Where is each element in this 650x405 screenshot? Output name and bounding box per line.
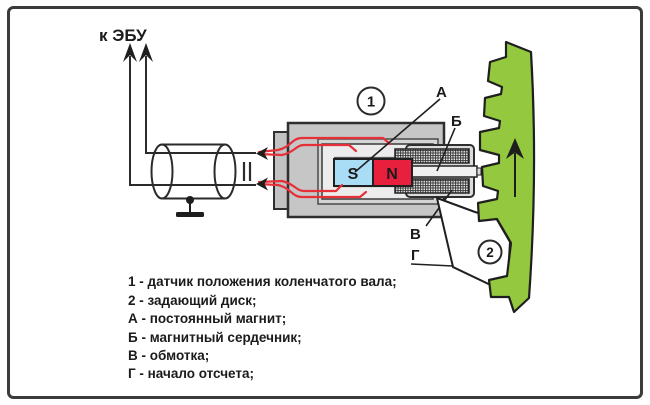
- ecu-label: к ЭБУ: [99, 26, 147, 45]
- callout-A-label: А: [436, 84, 447, 101]
- callout-2-label: 2: [486, 245, 494, 260]
- coil-wires: [257, 136, 392, 199]
- frame-border: [7, 6, 643, 399]
- reluctor-disk: [476, 40, 536, 314]
- cable-shield: [150, 143, 237, 200]
- callout-1-label: 1: [367, 94, 375, 111]
- callout-1: 1: [356, 86, 386, 116]
- rotation-arrow-icon: [506, 138, 524, 159]
- wire-lower: [129, 56, 256, 186]
- callout-2: 2: [477, 239, 503, 265]
- legend-item: 1 - датчик положения коленчатого вала;: [128, 274, 397, 289]
- magnetic-core: [408, 165, 478, 178]
- magnet-north-label: N: [386, 166, 398, 183]
- winding-coil-top: [394, 148, 470, 164]
- legend-item: Г - начало отсчета;: [128, 366, 254, 381]
- left-arrow-icon: [256, 177, 268, 191]
- legend: 1 - датчик положения коленчатого вала; 2…: [128, 274, 397, 381]
- left-arrow-icon: [256, 147, 268, 160]
- legend-item: Б - магнитный сердечник;: [128, 330, 302, 345]
- callout-V-label: В: [410, 226, 421, 243]
- up-arrow-icon: [123, 43, 137, 62]
- leader-G: [410, 263, 454, 267]
- legend-item: А - постоянный магнит;: [128, 311, 286, 326]
- up-arrow-icon: [139, 43, 153, 62]
- cable-break-icon: [242, 162, 252, 181]
- magnet-south-label: S: [348, 166, 359, 183]
- ecu-wiring: [129, 56, 256, 186]
- wire-upper: [145, 56, 256, 154]
- callout-G-label: Г: [411, 247, 420, 264]
- ground-icon: [176, 196, 204, 217]
- legend-item: 2 - задающий диск;: [128, 293, 257, 308]
- core-tip: [476, 167, 482, 176]
- magnet-north-pole: [372, 158, 413, 187]
- leader-B: [436, 127, 456, 172]
- leader-A: [354, 98, 441, 173]
- callout-B-label: Б: [451, 113, 462, 130]
- legend-item: В - обмотка;: [128, 348, 209, 363]
